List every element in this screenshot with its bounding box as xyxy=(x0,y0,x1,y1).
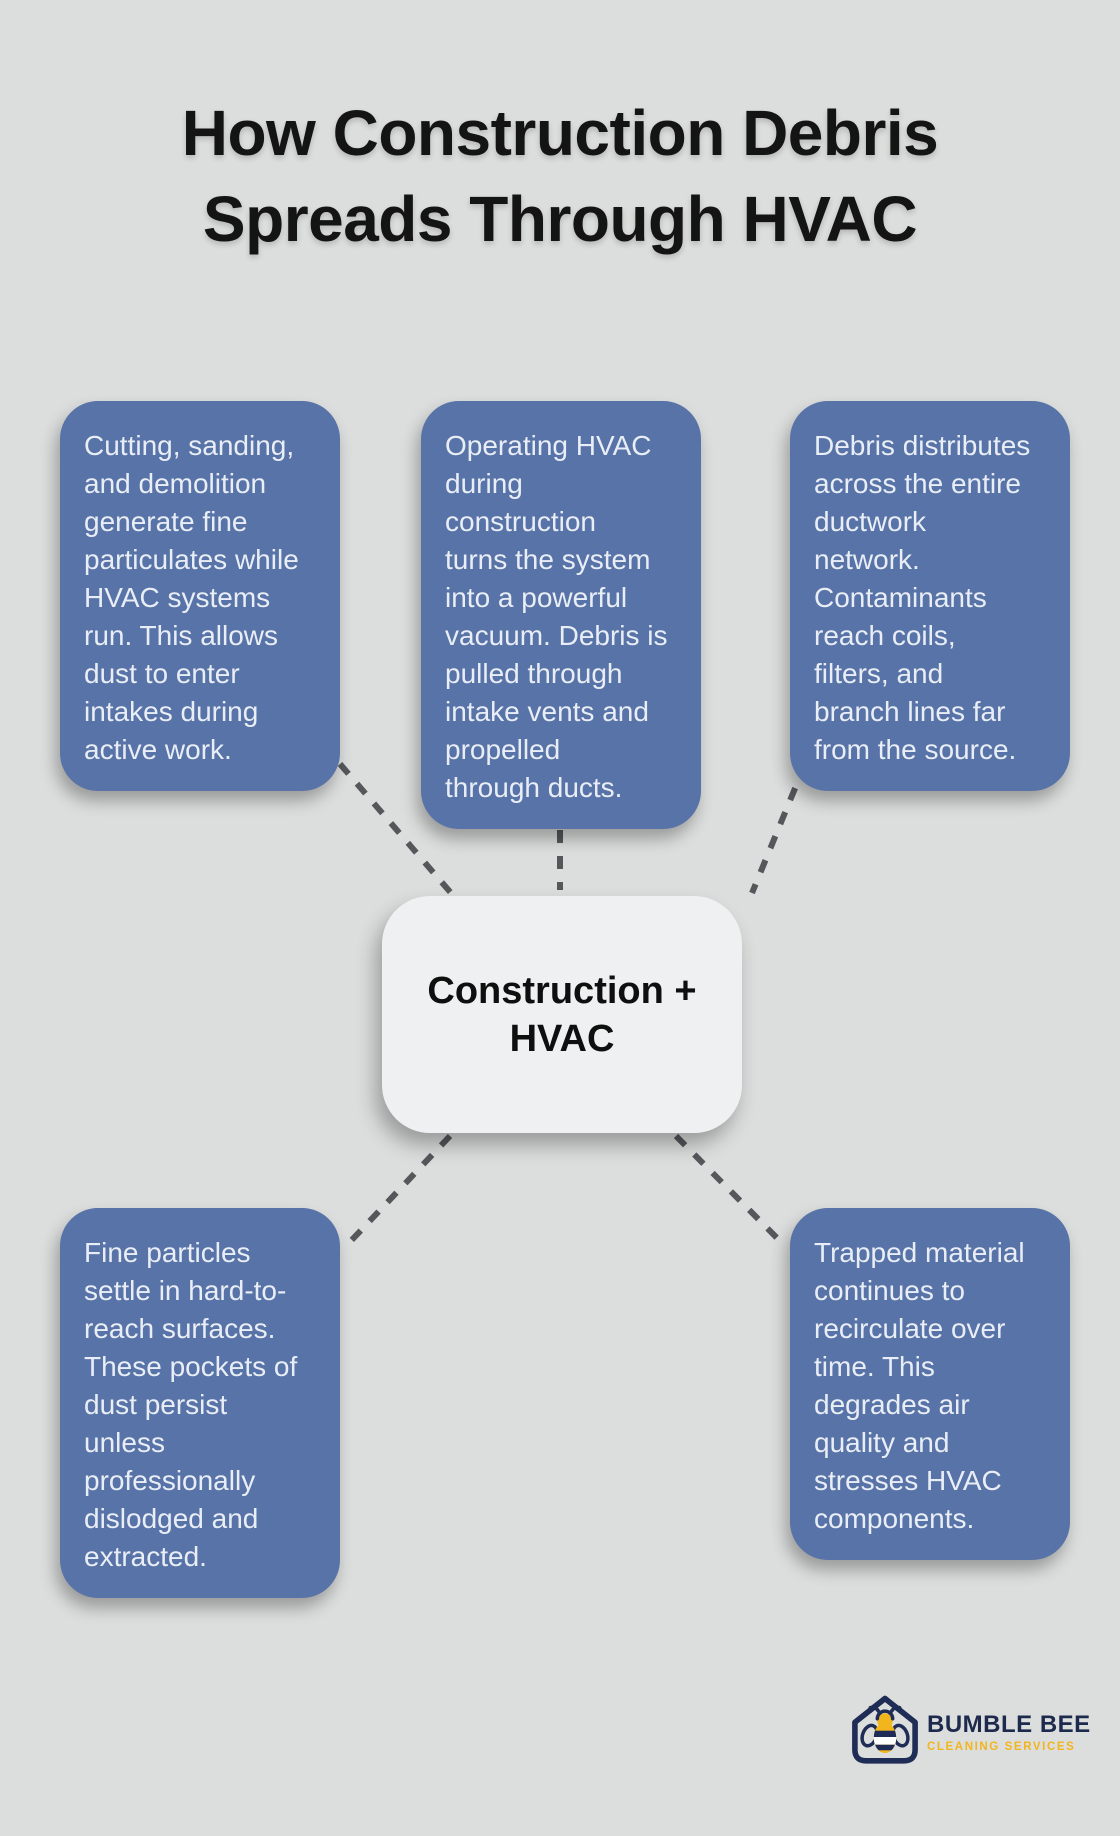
info-box-bottom-left: Fine particles settle in hard-to- reach … xyxy=(60,1208,340,1598)
connector-bottom-right xyxy=(673,1133,782,1243)
connector-bottom-left xyxy=(345,1133,453,1247)
brand-tagline: CLEANING SERVICES xyxy=(927,1740,1076,1753)
center-node-line2: HVAC xyxy=(509,1017,615,1060)
bee-in-house-icon xyxy=(850,1692,920,1773)
info-box-top-left: Cutting, sanding, and demolition generat… xyxy=(60,401,340,791)
center-node: Construction + HVAC xyxy=(382,896,742,1133)
info-box-top-middle: Operating HVAC during construction turns… xyxy=(421,401,701,829)
brand-logo: BUMBLE BEE CLEANING SERVICES xyxy=(850,1692,1091,1773)
info-box-bottom-right: Trapped material continues to recirculat… xyxy=(790,1208,1070,1560)
brand-logo-text: BUMBLE BEE CLEANING SERVICES xyxy=(927,1710,1091,1754)
connector-top-right xyxy=(749,762,808,895)
page-title-line1: How Construction Debris xyxy=(181,97,939,169)
center-node-line1: Construction + xyxy=(427,969,697,1012)
page-title-line2: Spreads Through HVAC xyxy=(202,183,918,255)
page-title: How Construction Debris Spreads Through … xyxy=(0,90,1120,262)
brand-name: BUMBLE BEE xyxy=(927,1710,1091,1738)
info-box-top-right: Debris distributes across the entire duc… xyxy=(790,401,1070,791)
